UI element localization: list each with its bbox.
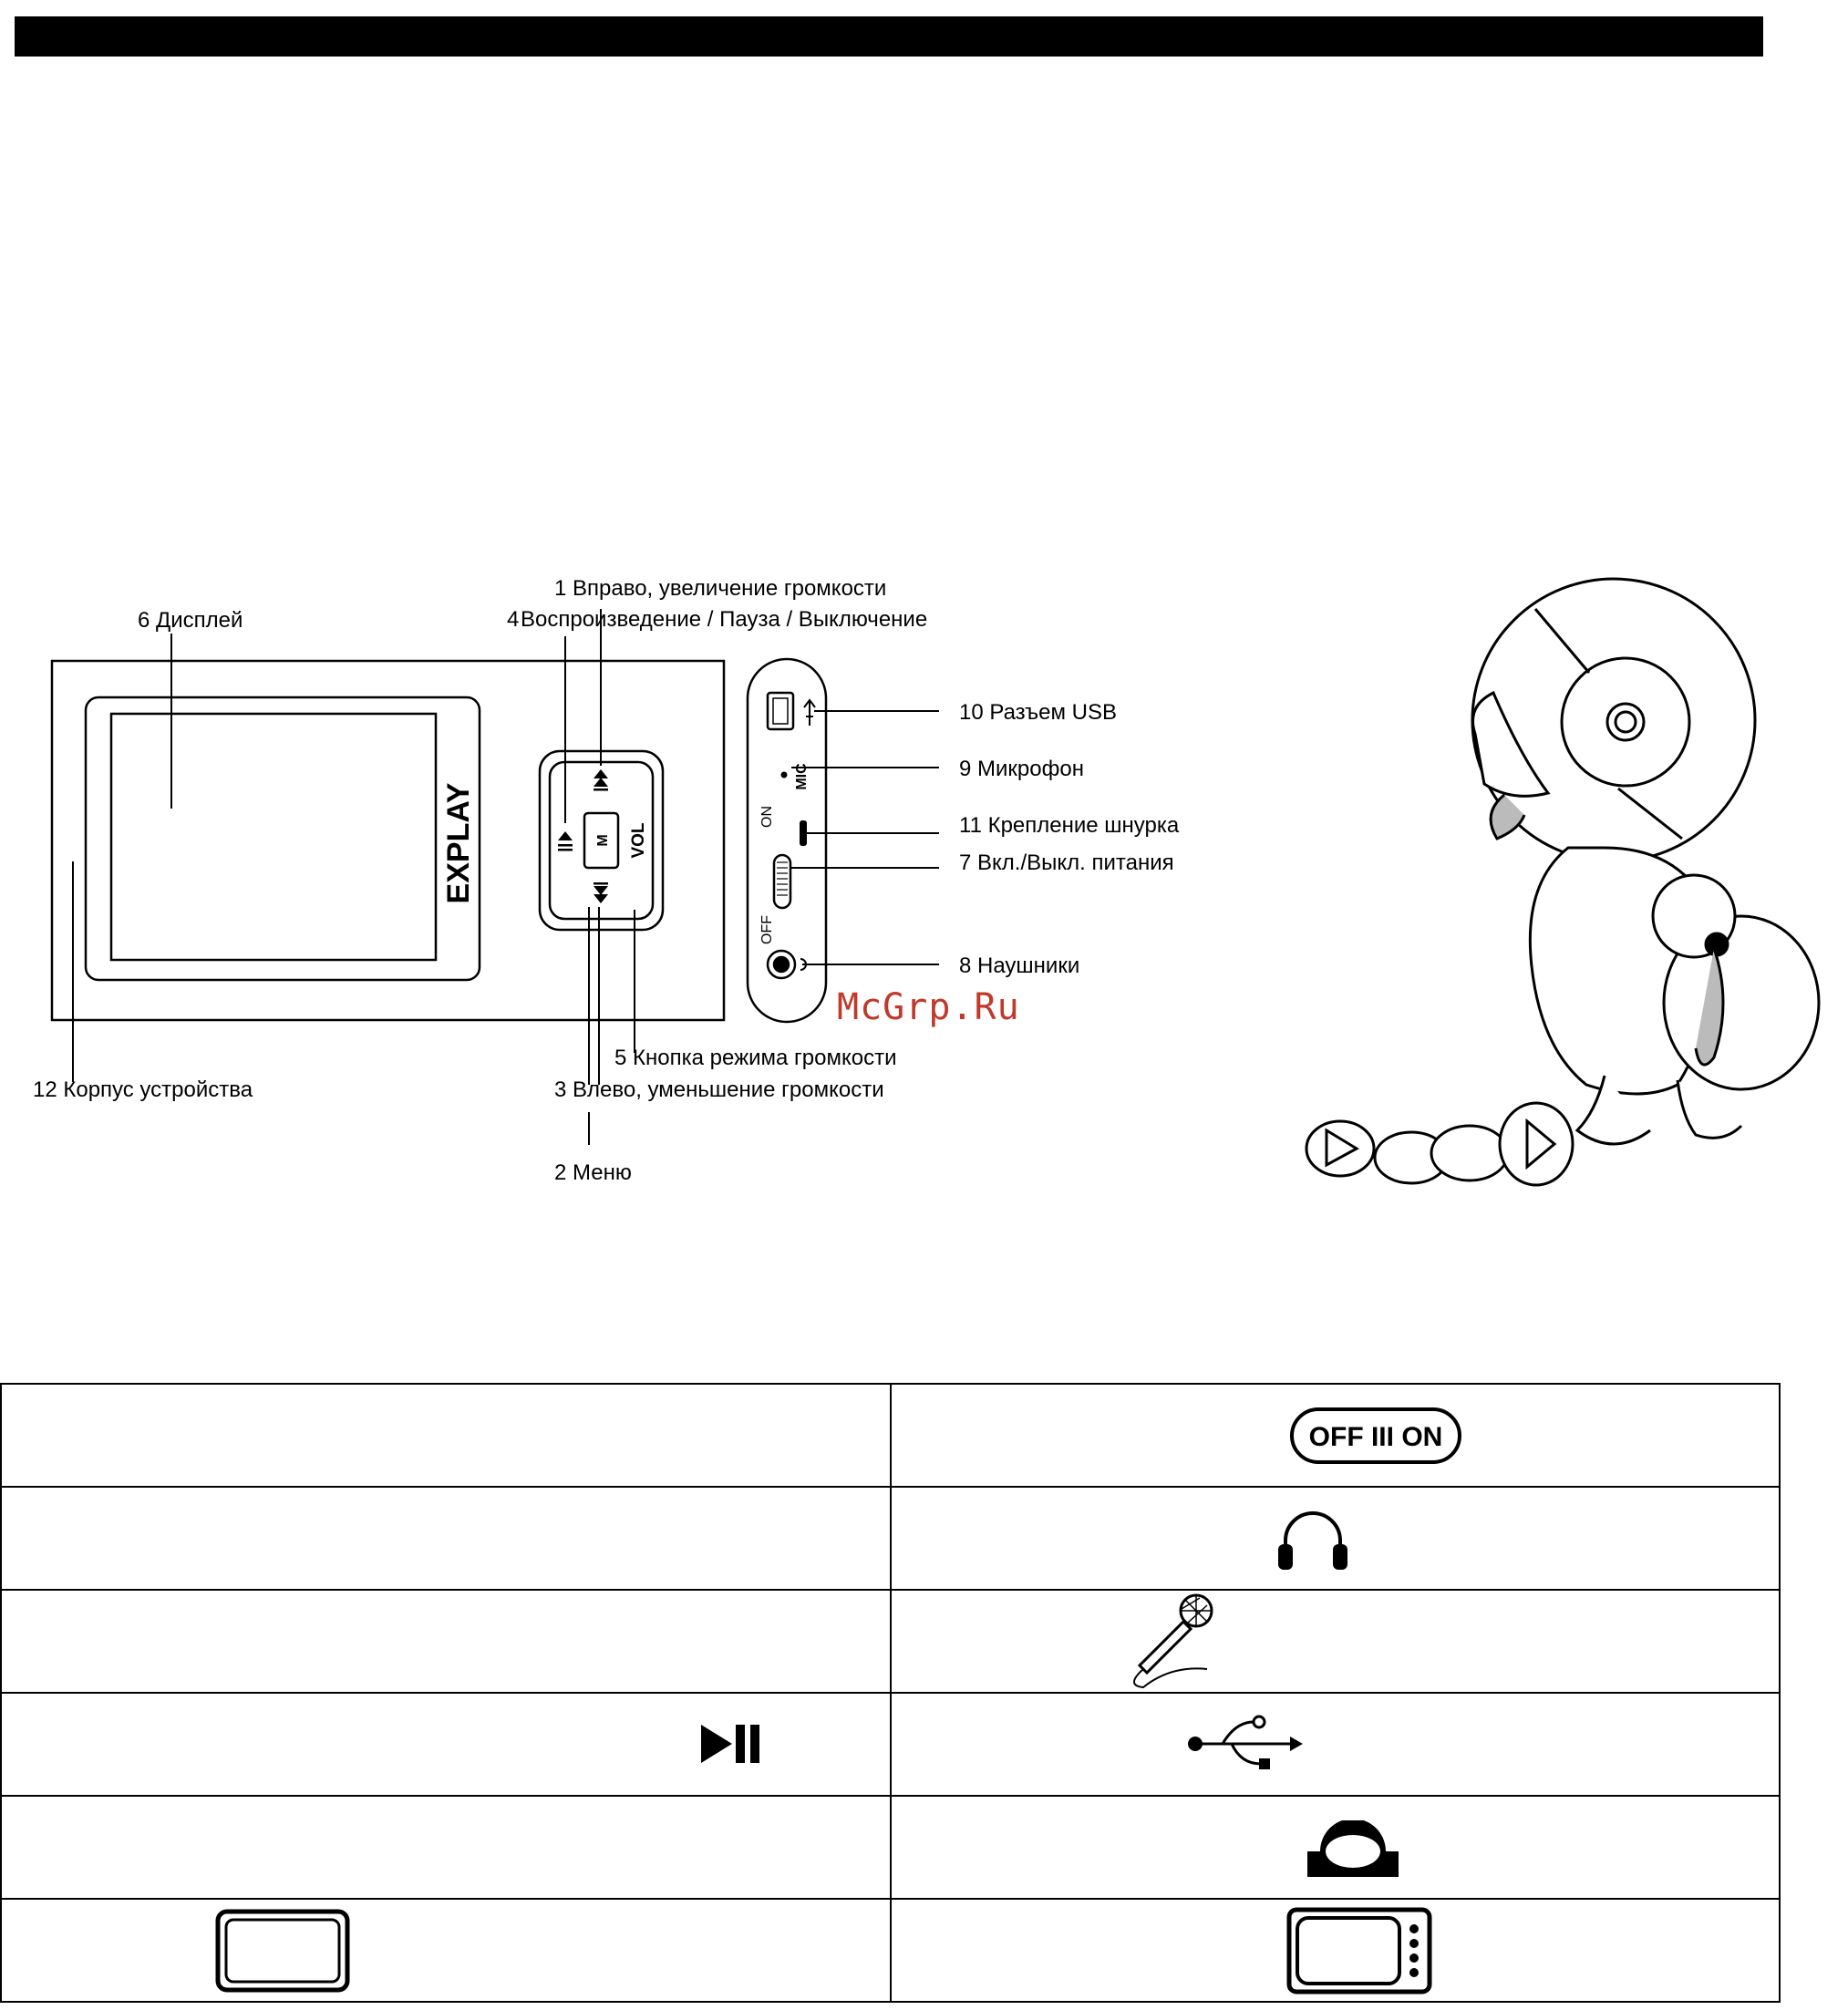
legend-table: OFF III ON [0, 1383, 1781, 2003]
table-row [0, 1692, 1781, 1797]
table-cell-left [0, 1898, 892, 2003]
label-right-volume: 1 Вправо, увеличение громкости [554, 576, 886, 601]
robot-mascot-illustration [1305, 577, 1821, 1187]
label-power: 7 Вкл./Выкл. питания [959, 850, 1174, 875]
header-bar [15, 16, 1763, 57]
table-row: OFF III ON [0, 1383, 1781, 1488]
table-cell-right: OFF III ON [889, 1383, 1781, 1488]
table-cell-right [889, 1795, 1781, 1900]
mic-mark: MIC [794, 763, 810, 790]
usb-icon [1187, 1715, 1303, 1769]
label-display: 6 Дисплей [138, 608, 243, 633]
table-cell-left [0, 1589, 892, 1694]
table-cell-left [0, 1383, 892, 1488]
label-vol-mode: 5 Кнопка режима громкости [614, 1046, 897, 1070]
table-cell-right [889, 1486, 1781, 1591]
device-body [50, 659, 726, 1022]
label-body: 12 Корпус устройства [33, 1077, 253, 1102]
on-mark: ON [759, 806, 775, 828]
display-bezel [84, 696, 481, 982]
menu-key [583, 811, 620, 870]
player-diagram: EXPLAY M VOL MIC ON OFF 6 Дисплей 1 Впра… [33, 576, 1821, 1187]
display-frame-icon [215, 1909, 350, 1993]
lanyard-icon [1306, 1820, 1399, 1877]
label-menu: 2 Меню [554, 1160, 632, 1185]
table-row [0, 1589, 1781, 1694]
side-view [746, 657, 828, 1024]
watermark-text: McGrp.Ru [837, 986, 1020, 1028]
display-screen [109, 712, 438, 962]
play-pause-icon [701, 1725, 759, 1763]
lanyard-slot [800, 820, 807, 846]
headphones-icon [1277, 1511, 1347, 1570]
table-cell-left [0, 1795, 892, 1900]
table-cell-left [0, 1692, 892, 1797]
device-body-icon [1286, 1907, 1431, 1995]
menu-key-mark: M [595, 834, 611, 846]
table-cell-right [889, 1589, 1781, 1694]
label-usb: 10 Разъем USB [959, 700, 1117, 725]
label-lanyard: 11 Крепление шнурка [959, 813, 1180, 838]
label-play-pause: Воспроизведение / Пауза / Выключение [521, 607, 927, 632]
label-play-num: 4 [507, 607, 519, 632]
label-headphones: 8 Наушники [959, 953, 1079, 978]
off-on-switch-icon: OFF III ON [1289, 1407, 1461, 1464]
brand-logo: EXPLAY [441, 782, 476, 903]
table-cell-left [0, 1486, 892, 1591]
vol-key-mark: VOL [629, 822, 648, 858]
table-cell-right [889, 1898, 1781, 2003]
table-row [0, 1795, 1781, 1900]
table-cell-right [889, 1692, 1781, 1797]
headphone-jack [766, 949, 797, 980]
off-on-switch-label: OFF III ON [1308, 1422, 1442, 1452]
label-left-volume: 3 Влево, уменьшение громкости [554, 1077, 884, 1102]
off-mark: OFF [759, 915, 775, 944]
table-row [0, 1898, 1781, 2003]
usb-port [766, 691, 795, 731]
label-mic: 9 Микрофон [959, 757, 1084, 781]
power-slider [772, 853, 792, 910]
table-row [0, 1486, 1781, 1591]
microphone-icon [1132, 1593, 1213, 1689]
